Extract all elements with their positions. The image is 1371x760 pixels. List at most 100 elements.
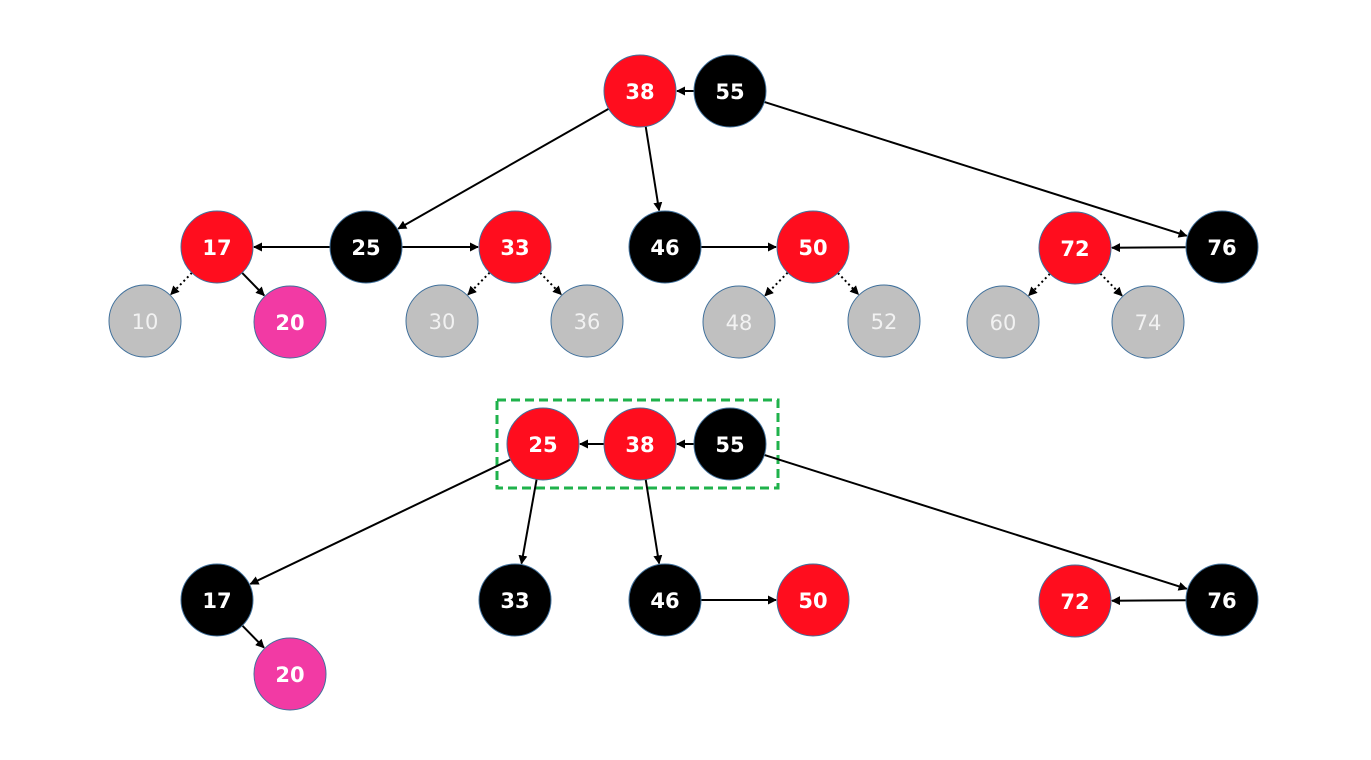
node-circle (702, 285, 776, 359)
node-circle (1185, 563, 1259, 637)
edge-t33-to-t30 (467, 271, 491, 296)
node-key-label: 55 (715, 80, 744, 104)
edge-t72-to-t74 (1099, 272, 1123, 297)
node-key-label: 36 (574, 310, 601, 334)
tree-node-b20: 20 (253, 637, 327, 711)
node-key-label: 76 (1207, 236, 1236, 260)
tree-node-t17: 17 (180, 210, 254, 284)
tree-node-b46: 46 (628, 563, 702, 637)
edge-t76-to-t72 (1111, 243, 1187, 253)
edge-t38-to-t46 (644, 126, 663, 212)
edge-t50-to-t48 (764, 271, 789, 297)
node-key-label: 50 (798, 236, 827, 260)
edge-t50-to-t52 (837, 272, 860, 295)
node-key-label: 38 (625, 80, 654, 104)
node-key-label: 17 (202, 236, 231, 260)
tree-node-t55: 55 (693, 54, 767, 128)
node-key-label: 72 (1060, 590, 1089, 614)
highlight-box-layer (495, 398, 780, 490)
node-circle (603, 407, 677, 481)
nodes-layer: 38 55 17 25 33 46 50 72 76 10 20 30 36 48 52 60 74 25 38 55… (108, 54, 1259, 711)
node-key-label: 25 (528, 433, 557, 457)
edge-b25-to-b17 (249, 458, 511, 585)
node-key-label: 17 (202, 589, 231, 613)
tree-node-b50: 50 (776, 563, 850, 637)
node-key-label: 48 (726, 311, 753, 335)
tree-node-b55: 55 (693, 407, 767, 481)
node-key-label: 38 (625, 433, 654, 457)
node-circle (1111, 285, 1185, 359)
node-key-label: 30 (429, 310, 456, 334)
edge-b55-to-b76 (763, 453, 1188, 591)
node-circle (253, 637, 327, 711)
node-circle (329, 210, 403, 284)
tree-node-b33: 33 (478, 563, 552, 637)
edge-b76-to-b72 (1111, 596, 1187, 606)
tree-node-t30: 30 (405, 284, 479, 358)
tree-node-t25: 25 (329, 210, 403, 284)
tree-node-t72: 72 (1038, 211, 1112, 285)
node-key-label: 72 (1060, 237, 1089, 261)
tree-node-b25: 25 (506, 407, 580, 481)
node-key-label: 20 (275, 663, 304, 687)
node-key-label: 10 (132, 310, 159, 334)
node-circle (108, 284, 182, 358)
node-circle (405, 284, 479, 358)
node-key-label: 46 (650, 236, 679, 260)
tree-node-b76: 76 (1185, 563, 1259, 637)
node-circle (1038, 211, 1112, 285)
tree-node-t36: 36 (550, 284, 624, 358)
tree-node-b72: 72 (1038, 564, 1112, 638)
node-circle (776, 563, 850, 637)
node-key-label: 33 (500, 236, 529, 260)
tree-node-t46: 46 (628, 210, 702, 284)
tree-node-t33: 33 (478, 210, 552, 284)
tree-node-t10: 10 (108, 284, 182, 358)
node-circle (966, 285, 1040, 359)
edge-b38-to-b46 (644, 479, 663, 565)
node-key-label: 60 (990, 311, 1017, 335)
node-circle (628, 210, 702, 284)
edge-b17-to-b20 (241, 624, 265, 649)
node-key-label: 74 (1135, 311, 1162, 335)
tree-node-t20: 20 (253, 285, 327, 359)
tree-node-t38: 38 (603, 54, 677, 128)
node-key-label: 76 (1207, 589, 1236, 613)
node-key-label: 20 (275, 311, 304, 335)
node-circle (847, 284, 921, 358)
edge-t33-to-t36 (539, 272, 562, 296)
node-circle (693, 54, 767, 128)
node-circle (603, 54, 677, 128)
edge-t17-to-t20 (241, 272, 265, 297)
node-key-label: 50 (798, 589, 827, 613)
highlight-box (495, 398, 780, 490)
edges-layer (170, 86, 1188, 649)
node-circle (506, 407, 580, 481)
node-key-label: 33 (500, 589, 529, 613)
edge-t17-to-t10 (170, 272, 193, 296)
node-circle (776, 210, 850, 284)
node-key-label: 55 (715, 433, 744, 457)
tree-node-t60: 60 (966, 285, 1040, 359)
node-key-label: 25 (351, 236, 380, 260)
node-circle (478, 210, 552, 284)
edge-t72-to-t60 (1028, 273, 1051, 297)
node-circle (253, 285, 327, 359)
node-circle (1185, 210, 1259, 284)
node-circle (478, 563, 552, 637)
node-key-label: 52 (871, 310, 898, 334)
tree-node-t52: 52 (847, 284, 921, 358)
tree-node-b17: 17 (180, 563, 254, 637)
tree-node-t48: 48 (702, 285, 776, 359)
tree-node-t76: 76 (1185, 210, 1259, 284)
tree-node-t50: 50 (776, 210, 850, 284)
node-circle (180, 563, 254, 637)
node-circle (180, 210, 254, 284)
tree-node-b38: 38 (603, 407, 677, 481)
node-circle (628, 563, 702, 637)
tree-node-t74: 74 (1111, 285, 1185, 359)
node-key-label: 46 (650, 589, 679, 613)
node-circle (1038, 564, 1112, 638)
node-circle (693, 407, 767, 481)
